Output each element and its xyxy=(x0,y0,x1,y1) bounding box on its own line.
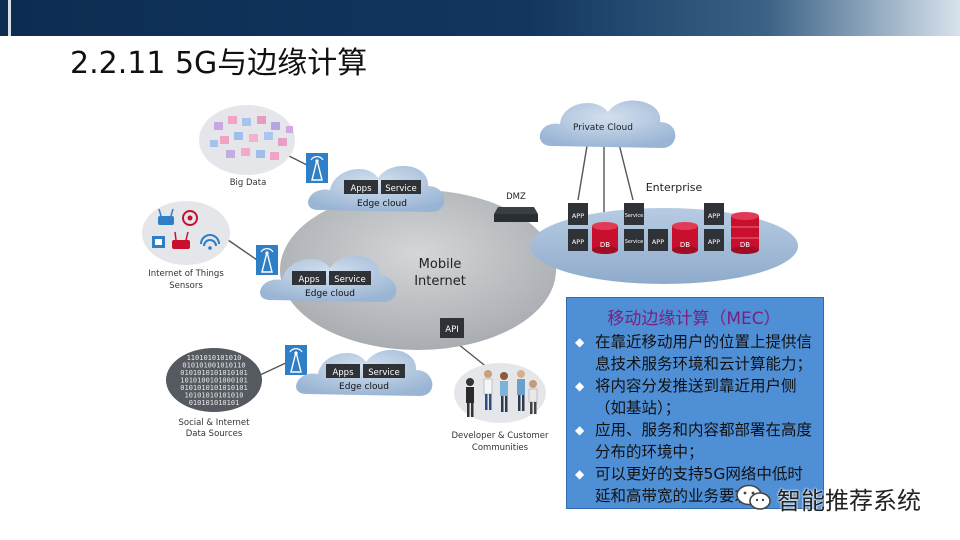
apps-label: Apps xyxy=(332,368,354,378)
app-label: APP xyxy=(708,212,720,220)
service-label: Service xyxy=(368,368,399,378)
social-label-1: Social & Internet xyxy=(179,418,251,428)
server-icon xyxy=(704,203,724,225)
db-label: DB xyxy=(600,241,610,249)
big-data-cubes-icon xyxy=(210,116,293,160)
app-label: APP xyxy=(652,238,664,246)
app-label: APP xyxy=(708,238,720,246)
list-item: ◆ 将内容分发推送到靠近用户侧（如基站）； xyxy=(573,375,815,419)
big-data-label: Big Data xyxy=(230,178,267,188)
iot-label-1: Internet of Things xyxy=(148,269,224,279)
developers-label-1: Developer & Customer xyxy=(451,431,549,441)
social-label-2: Data Sources xyxy=(186,429,243,439)
database-icon: DB xyxy=(592,222,618,254)
mec-item-text: 应用、服务和内容都部署在高度分布的环境中； xyxy=(595,421,813,461)
banner-accent xyxy=(8,0,11,36)
diamond-bullet-icon: ◆ xyxy=(575,379,585,393)
mec-item-text: 可以更好的支持5G网络中低时延和高带宽的业务要求。 xyxy=(595,465,803,505)
edge-cloud-label: Edge cloud xyxy=(339,382,389,392)
wechat-icon xyxy=(735,483,773,513)
mec-item-text: 在靠近移动用户的位置上提供信息技术服务环境和云计算能力； xyxy=(595,333,813,373)
edge-cloud-top: Apps Service Edge cloud xyxy=(308,165,445,212)
iot-label-2: Sensors xyxy=(169,281,203,291)
edge-cloud-bottom: Apps Service Edge cloud xyxy=(296,349,433,396)
server-icon xyxy=(648,229,668,251)
watermark: 智能推荐系统 xyxy=(735,480,921,516)
edge-cloud-label: Edge cloud xyxy=(357,199,407,209)
developers-label-2: Communities xyxy=(472,443,529,453)
diamond-bullet-icon: ◆ xyxy=(575,423,585,437)
mobile-internet-blob xyxy=(280,190,556,350)
apps-label: Apps xyxy=(298,275,320,285)
db-label: DB xyxy=(740,241,750,249)
server-icon xyxy=(624,229,644,251)
mobile-internet-label-1: Mobile xyxy=(419,257,462,272)
mec-title: 移动边缘计算（MEC） xyxy=(607,309,781,329)
diamond-bullet-icon: ◆ xyxy=(575,335,585,349)
database-icon: DB xyxy=(672,222,698,254)
binary-data-text: 1101010101010010101001010110010101010101… xyxy=(180,354,247,407)
server-icon xyxy=(704,229,724,251)
service-label: Service xyxy=(334,275,365,285)
enterprise-label: Enterprise xyxy=(646,181,703,194)
binary-line: 1010100101000101 xyxy=(180,377,247,385)
server-icon xyxy=(624,203,644,225)
iot-disc xyxy=(142,201,230,265)
diamond-bullet-icon: ◆ xyxy=(575,467,585,481)
app-label: APP xyxy=(572,212,584,220)
cell-tower-icon xyxy=(306,153,328,183)
binary-line: 10101010101010 xyxy=(184,392,243,400)
list-item: ◆ 在靠近移动用户的位置上提供信息技术服务环境和云计算能力； xyxy=(573,331,815,375)
line-private-cloud-1 xyxy=(577,139,589,201)
enterprise-servers: APP APP Service Service APP APP APP DB D… xyxy=(568,203,759,254)
server-icon xyxy=(568,203,588,225)
firewall-icon xyxy=(494,207,538,222)
api-box xyxy=(440,318,464,338)
edge-cloud-middle: Apps Service Edge cloud xyxy=(260,255,397,302)
cell-tower-icon xyxy=(285,345,307,375)
edge-cloud-label: Edge cloud xyxy=(305,289,355,299)
line-private-cloud-3 xyxy=(617,139,634,201)
line-social-tower xyxy=(259,361,289,376)
private-cloud-label: Private Cloud xyxy=(573,123,633,133)
app-label: APP xyxy=(572,238,584,246)
line-iot-tower xyxy=(227,239,261,263)
binary-line: 1101010101010 xyxy=(187,354,242,362)
mec-bullet-list: ◆ 在靠近移动用户的位置上提供信息技术服务环境和云计算能力； ◆ 将内容分发推送到靠… xyxy=(573,331,815,507)
binary-line: 0101010101010101 xyxy=(180,369,247,377)
cell-tower-icon xyxy=(256,245,278,275)
iot-devices-icon xyxy=(152,208,220,250)
binary-line: 010101001010110 xyxy=(182,362,245,370)
private-cloud: Private Cloud xyxy=(539,100,676,148)
slide-title: 2.2.11 5G与边缘计算 xyxy=(70,46,368,81)
server-icon xyxy=(568,229,588,251)
watermark-text: 智能推荐系统 xyxy=(777,486,921,515)
people-group-icon xyxy=(466,370,538,417)
dmz-label: DMZ xyxy=(506,192,526,202)
service-small-label: Service xyxy=(625,213,643,219)
apps-label: Apps xyxy=(350,184,372,194)
binary-line: 010101010101 xyxy=(189,399,240,407)
mec-item-text: 将内容分发推送到靠近用户侧（如基站）； xyxy=(595,377,797,417)
mec-description-box: 移动边缘计算（MEC） ◆ 在靠近移动用户的位置上提供信息技术服务环境和云计算能力… xyxy=(566,297,824,509)
social-data-disc xyxy=(166,348,262,412)
api-label: API xyxy=(445,325,458,335)
list-item: ◆ 可以更好的支持5G网络中低时延和高带宽的业务要求。 xyxy=(573,463,815,507)
service-small-label: Service xyxy=(625,239,643,245)
db-label: DB xyxy=(680,241,690,249)
list-item: ◆ 应用、服务和内容都部署在高度分布的环境中； xyxy=(573,419,815,463)
top-banner xyxy=(0,0,960,36)
database-icon: DB xyxy=(731,212,759,254)
mobile-internet-label-2: Internet xyxy=(414,274,466,289)
service-label: Service xyxy=(385,184,416,194)
binary-line: 0101010101010101 xyxy=(180,384,247,392)
